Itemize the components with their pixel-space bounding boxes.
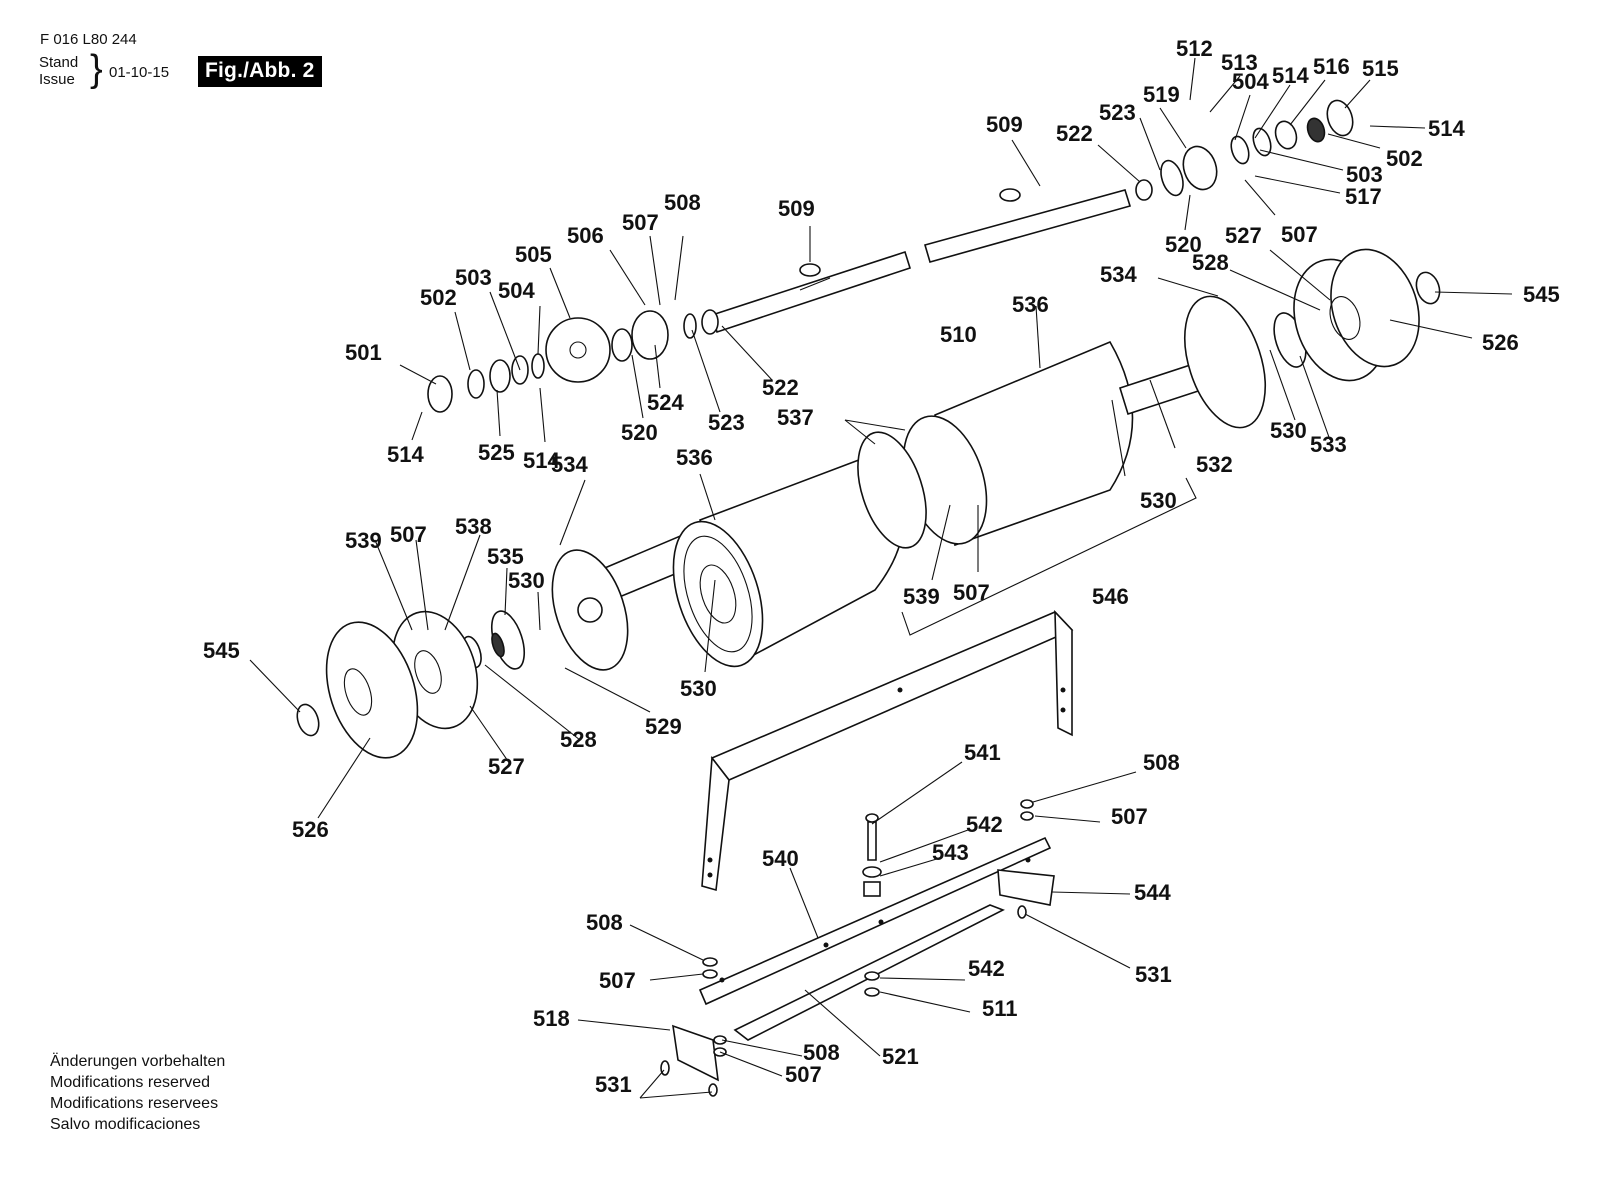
part-label: 505: [515, 242, 552, 267]
part-label: 520: [621, 420, 658, 445]
part-label: 513: [1221, 50, 1258, 75]
part-label: 509: [986, 112, 1023, 137]
part-label: 507: [390, 522, 427, 547]
part-label: 524: [647, 390, 684, 415]
part-label: 534: [551, 452, 588, 477]
frame-bracket: [701, 609, 1074, 892]
part-label: 509: [778, 196, 815, 221]
document-number: F 016 L80 244: [40, 31, 137, 48]
part-label: 514: [523, 448, 560, 473]
part-label: 539: [345, 528, 382, 553]
part-label: 526: [1482, 330, 1519, 355]
part-label: 535: [487, 544, 524, 569]
part-label: 522: [762, 375, 799, 400]
left-roller-assembly: [296, 451, 905, 759]
notes-block: Änderungen vorbehalten Modifications res…: [50, 1051, 225, 1135]
part-label: 523: [1099, 100, 1136, 125]
part-label: 539: [903, 584, 940, 609]
drive-shaft: [711, 99, 1354, 334]
part-number-labels: 512 513 519 504 514 516 515 514 523 522 …: [203, 36, 1560, 1097]
part-label: 522: [1056, 121, 1093, 146]
stand-label: Stand: [39, 54, 79, 71]
issue-date: 01-10-15: [109, 64, 170, 81]
part-label: 527: [488, 754, 525, 779]
part-label: 531: [1135, 962, 1172, 987]
part-label: 507: [599, 968, 636, 993]
part-label: 514: [1272, 63, 1309, 88]
part-label: 541: [964, 740, 1001, 765]
lower-hardware: [660, 799, 1034, 1097]
part-label: 530: [508, 568, 545, 593]
part-label: 530: [1270, 418, 1307, 443]
part-label: 508: [664, 190, 701, 215]
part-label: 527: [1225, 223, 1262, 248]
part-label: 546: [1092, 584, 1129, 609]
part-label: 504: [498, 278, 535, 303]
part-label: 503: [1346, 162, 1383, 187]
note-es: Salvo modificaciones: [50, 1116, 201, 1133]
part-label: 530: [680, 676, 717, 701]
part-label: 525: [478, 440, 515, 465]
part-label: 542: [966, 812, 1003, 837]
part-label: 540: [762, 846, 799, 871]
part-label: 534: [1100, 262, 1137, 287]
part-label: 536: [1012, 292, 1049, 317]
part-label: 516: [1313, 54, 1350, 79]
part-label: 502: [1386, 146, 1423, 171]
part-label: 536: [676, 445, 713, 470]
part-label: 507: [953, 580, 990, 605]
part-label: 538: [455, 514, 492, 539]
part-label: 507: [1111, 804, 1148, 829]
part-label: 508: [586, 910, 623, 935]
part-label: 545: [1523, 282, 1560, 307]
part-label: 520: [1165, 232, 1202, 257]
part-label: 517: [1345, 184, 1382, 209]
part-label: 543: [932, 840, 969, 865]
part-label: 507: [1281, 222, 1318, 247]
part-label: 523: [708, 410, 745, 435]
part-label: 501: [345, 340, 382, 365]
part-label: 506: [567, 223, 604, 248]
part-label: 521: [882, 1044, 919, 1069]
part-label: 542: [968, 956, 1005, 981]
note-fr: Modifications reservees: [50, 1095, 219, 1112]
part-label: 528: [1192, 250, 1229, 275]
part-label: 528: [560, 727, 597, 752]
figure-label: Fig./Abb. 2: [198, 56, 322, 87]
part-label: 507: [622, 210, 659, 235]
part-label: 510: [940, 322, 977, 347]
part-label: 519: [1143, 82, 1180, 107]
part-label: 518: [533, 1006, 570, 1031]
sprocket-drive-end: [427, 309, 719, 413]
part-label: 508: [1143, 750, 1180, 775]
part-label: 504: [1232, 69, 1269, 94]
part-label: 529: [645, 714, 682, 739]
part-label: 511: [982, 996, 1018, 1021]
stand-issue-label: Stand Issue: [39, 54, 78, 88]
part-label: 512: [1176, 36, 1213, 61]
part-label: 502: [420, 285, 457, 310]
part-label: 531: [595, 1072, 632, 1097]
right-roller-assembly: [857, 248, 1441, 549]
part-label: 515: [1362, 56, 1399, 81]
part-label: 508: [803, 1040, 840, 1065]
part-label: 532: [1196, 452, 1233, 477]
part-label: 545: [203, 638, 240, 663]
part-label: 503: [455, 265, 492, 290]
note-de: Änderungen vorbehalten: [50, 1053, 226, 1070]
part-label: 514: [1428, 116, 1465, 141]
part-label: 526: [292, 817, 329, 842]
part-label: 530: [1140, 488, 1177, 513]
part-label: 533: [1310, 432, 1347, 457]
note-en: Modifications reserved: [50, 1074, 211, 1091]
brace-glyph: }: [90, 48, 103, 90]
issue-label: Issue: [39, 71, 75, 88]
part-label: 507: [785, 1062, 822, 1087]
part-label: 514: [387, 442, 424, 467]
part-label: 537: [777, 405, 814, 430]
leader-lines: [249, 57, 1513, 1099]
part-label: 544: [1134, 880, 1171, 905]
